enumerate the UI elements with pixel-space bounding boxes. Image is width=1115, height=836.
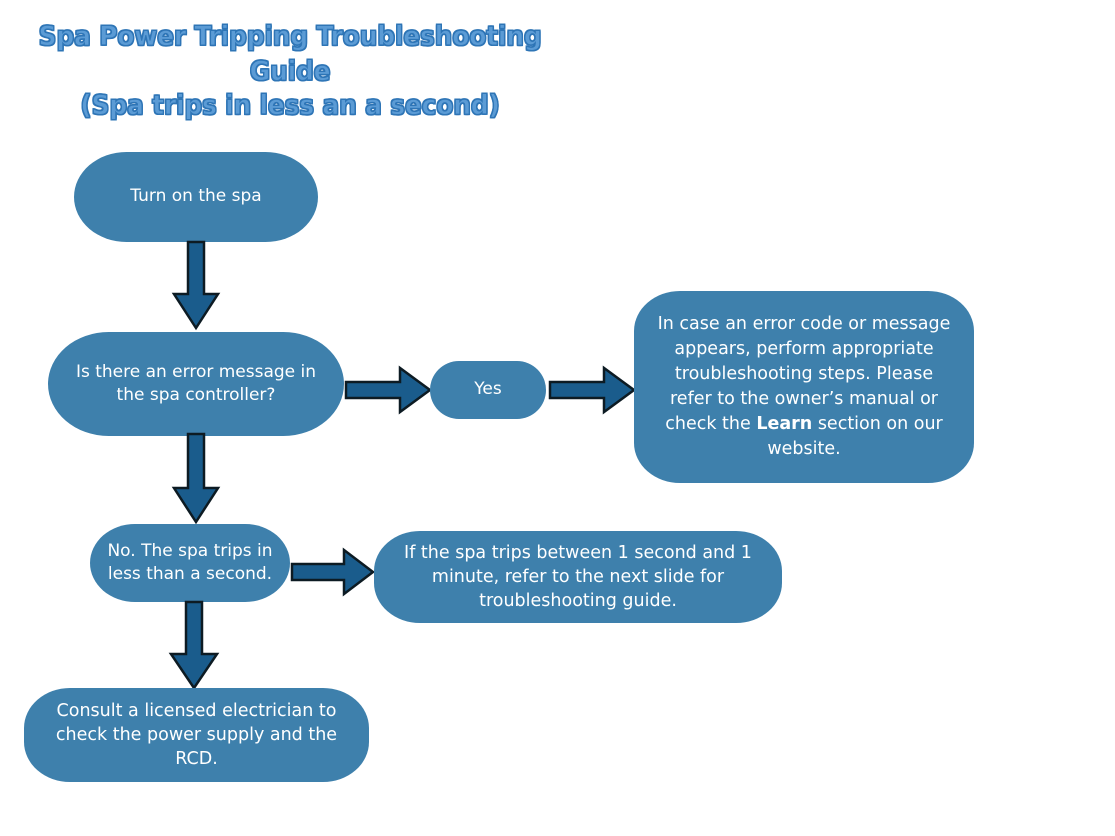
flow-node-error-action-label: In case an error code or message appears… [652, 312, 956, 461]
arrow-start-to-question [168, 240, 224, 332]
flow-node-next-slide-ref-label: If the spa trips between 1 second and 1 … [404, 542, 752, 612]
error-action-text-part-1: In case an error code or message appears… [657, 314, 951, 434]
arrow-yes-to-error-action [548, 362, 638, 418]
error-action-text-part-2: section on our website. [767, 413, 943, 459]
flow-node-consult-electrician-label: Consult a licensed electrician to check … [55, 700, 338, 770]
flow-node-consult-electrician[interactable]: Consult a licensed electrician to check … [24, 688, 369, 782]
page-title-line-1: Spa Power Tripping Troubleshooting Guide [38, 20, 542, 87]
arrow-question-to-yes [344, 362, 434, 418]
flow-node-error-question-label: Is there an error message in the spa con… [75, 361, 317, 405]
flow-node-start[interactable]: Turn on the spa [74, 152, 318, 242]
flow-node-error-action[interactable]: In case an error code or message appears… [634, 291, 974, 483]
arrow-no-to-electrician [165, 600, 223, 692]
flow-node-next-slide-ref[interactable]: If the spa trips between 1 second and 1 … [374, 531, 782, 623]
page-title: Spa Power Tripping Troubleshooting Guide… [0, 20, 580, 124]
flow-node-error-question[interactable]: Is there an error message in the spa con… [48, 332, 344, 436]
page-title-line-2: (Spa trips in less an a second) [80, 90, 501, 122]
flow-node-yes-label: Yes [474, 379, 502, 400]
flow-node-no-trips-fast-label: No. The spa trips in less than a second. [107, 540, 273, 584]
flow-node-yes[interactable]: Yes [430, 361, 546, 419]
flow-node-no-trips-fast[interactable]: No. The spa trips in less than a second. [90, 524, 290, 602]
flow-node-start-label: Turn on the spa [130, 186, 262, 207]
arrow-no-to-next-slide [290, 546, 376, 598]
arrow-question-to-no [168, 432, 224, 526]
error-action-emphasis-learn: Learn [756, 413, 813, 434]
